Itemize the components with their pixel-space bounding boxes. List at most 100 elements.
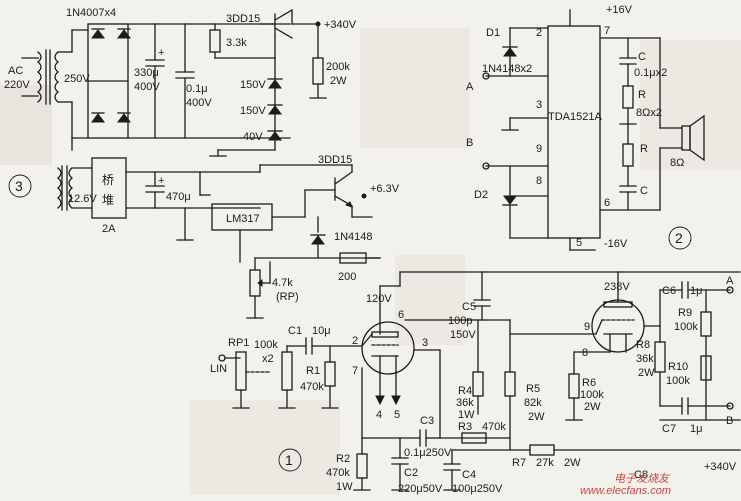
label-250v: 250V [64,73,90,85]
label-200k-w: 2W [330,75,347,87]
label-tube1-pin4: 4 [376,409,382,421]
label-200-ohm: 200 [338,271,356,283]
label-3dd15-lv: 3DD15 [318,154,352,166]
label-tube1-pin2: 2 [352,335,358,347]
label-rp1-value: 100k [254,339,278,351]
label-cap-330u: 330μ [134,67,159,79]
label-pin-5: 5 [576,237,582,249]
label-d2: D2 [474,189,488,201]
background-scan-texture [0,28,741,495]
label-r5: R5 [526,383,540,395]
label-3-3k: 3.3k [226,37,247,49]
label-c3: C3 [420,415,434,427]
label-bridge-2: 堆 [102,193,114,207]
zener-stack [209,57,283,157]
label-cap-0-1u-v: 400V [186,97,212,109]
label-r3: R3 [458,421,472,433]
transformer-lv [56,137,93,211]
label-lm317: LM317 [226,213,260,225]
label-r6: R6 [582,377,596,389]
label-c-top: C [638,51,646,63]
label-c5-v: 150V [450,329,476,341]
label-rp1-x2: x2 [262,353,274,365]
label-lin: LIN [210,363,227,375]
label-out-a: A [726,275,734,287]
label-ac: AC [8,65,23,77]
label-pin-3: 3 [536,99,542,111]
labels: 1N4007x4 AC 220V 250V 330μ 400V 0.1μ 400… [4,4,737,497]
resistor-3-3k [209,23,276,59]
circuit-2-number: 2 [675,230,683,246]
label-r5-w: 2W [528,411,545,423]
label-tube2-pin9: 9 [584,321,590,333]
label-c7: C7 [662,423,676,435]
label-tube1-pin7: 7 [352,365,358,377]
tube-2 [573,271,661,375]
circuit-1-number: 1 [285,452,293,468]
svg-text:+: + [158,47,164,59]
label-r4: R4 [458,385,472,397]
label-12-6v: 12.6V [68,193,97,205]
label-8ohm: 8Ω [670,157,684,169]
label-tube1-pin6: 6 [398,309,404,321]
label-1n4148-lv: 1N4148 [334,231,373,243]
label-pin-6: 6 [604,197,610,209]
label-hv-out: +340V [324,19,357,31]
label-r10-value: 100k [666,375,690,387]
label-c-value: 0.1μx2 [634,67,667,79]
svg-text:+: + [158,175,164,187]
cap-470u: + [145,171,211,241]
label-r8: R8 [636,339,650,351]
label-input-b: B [466,137,473,149]
label-zener-150-b: 150V [240,105,266,117]
label-r7-value: 27k [536,457,554,469]
potentiometer-rp [246,257,271,319]
label-r1-value: 470k [300,381,324,393]
label-r9-value: 100k [674,321,698,333]
tube-1 [361,311,441,439]
circuit-3-number: 3 [15,178,23,194]
label-r7-w: 2W [564,457,581,469]
label-r2: R2 [336,453,350,465]
label-220v: 220V [4,79,30,91]
label-120v: 120V [366,293,392,305]
cap-330u: + [145,23,165,139]
label-cap-0-1u: 0.1μ [186,83,208,95]
tube-preamp-circuit [218,271,741,491]
label-1n4148x2: 1N4148x2 [482,63,532,75]
regulator-lm317 [211,203,306,263]
label-r-bottom: R [640,143,648,155]
diode-d2 [503,195,517,205]
label-r3-value: 470k [482,421,506,433]
label-cap-330u-v: 400V [134,81,160,93]
label-tube2-pin8: 8 [582,347,588,359]
watermark-brand: 电子发烧友 [614,472,671,485]
label-r-top: R [638,89,646,101]
label-zener-150-a: 150V [240,79,266,91]
circuit-3-marker [8,174,32,198]
label-r6-value: 100k [580,389,604,401]
label-16v-neg: -16V [604,238,628,250]
label-c4-value: 100μ250V [452,483,503,495]
label-2a: 2A [102,223,116,235]
resistor-200 [339,252,381,264]
label-r8-w: 2W [638,367,655,379]
label-d1: D1 [486,27,500,39]
label-340v-in: +340V [704,461,737,473]
label-rectifier-diodes: 1N4007x4 [66,7,116,19]
label-pin-2: 2 [536,27,542,39]
label-6-3v: +6.3V [370,183,400,195]
bleeder-resistor [309,21,327,99]
power-supply-circuit: + [21,9,381,319]
label-zener-40: 40V [243,131,263,143]
transistor-3dd15-lv [259,164,373,218]
label-c2: C2 [404,467,418,479]
label-3dd15-hv: 3DD15 [226,13,260,25]
circuit-2-marker [668,226,692,250]
ic-amp-circuit [482,9,705,251]
label-c5: C5 [462,301,476,313]
label-r1: R1 [306,365,320,377]
label-rp1: RP1 [228,337,249,349]
label-c8: C8 [634,469,648,481]
